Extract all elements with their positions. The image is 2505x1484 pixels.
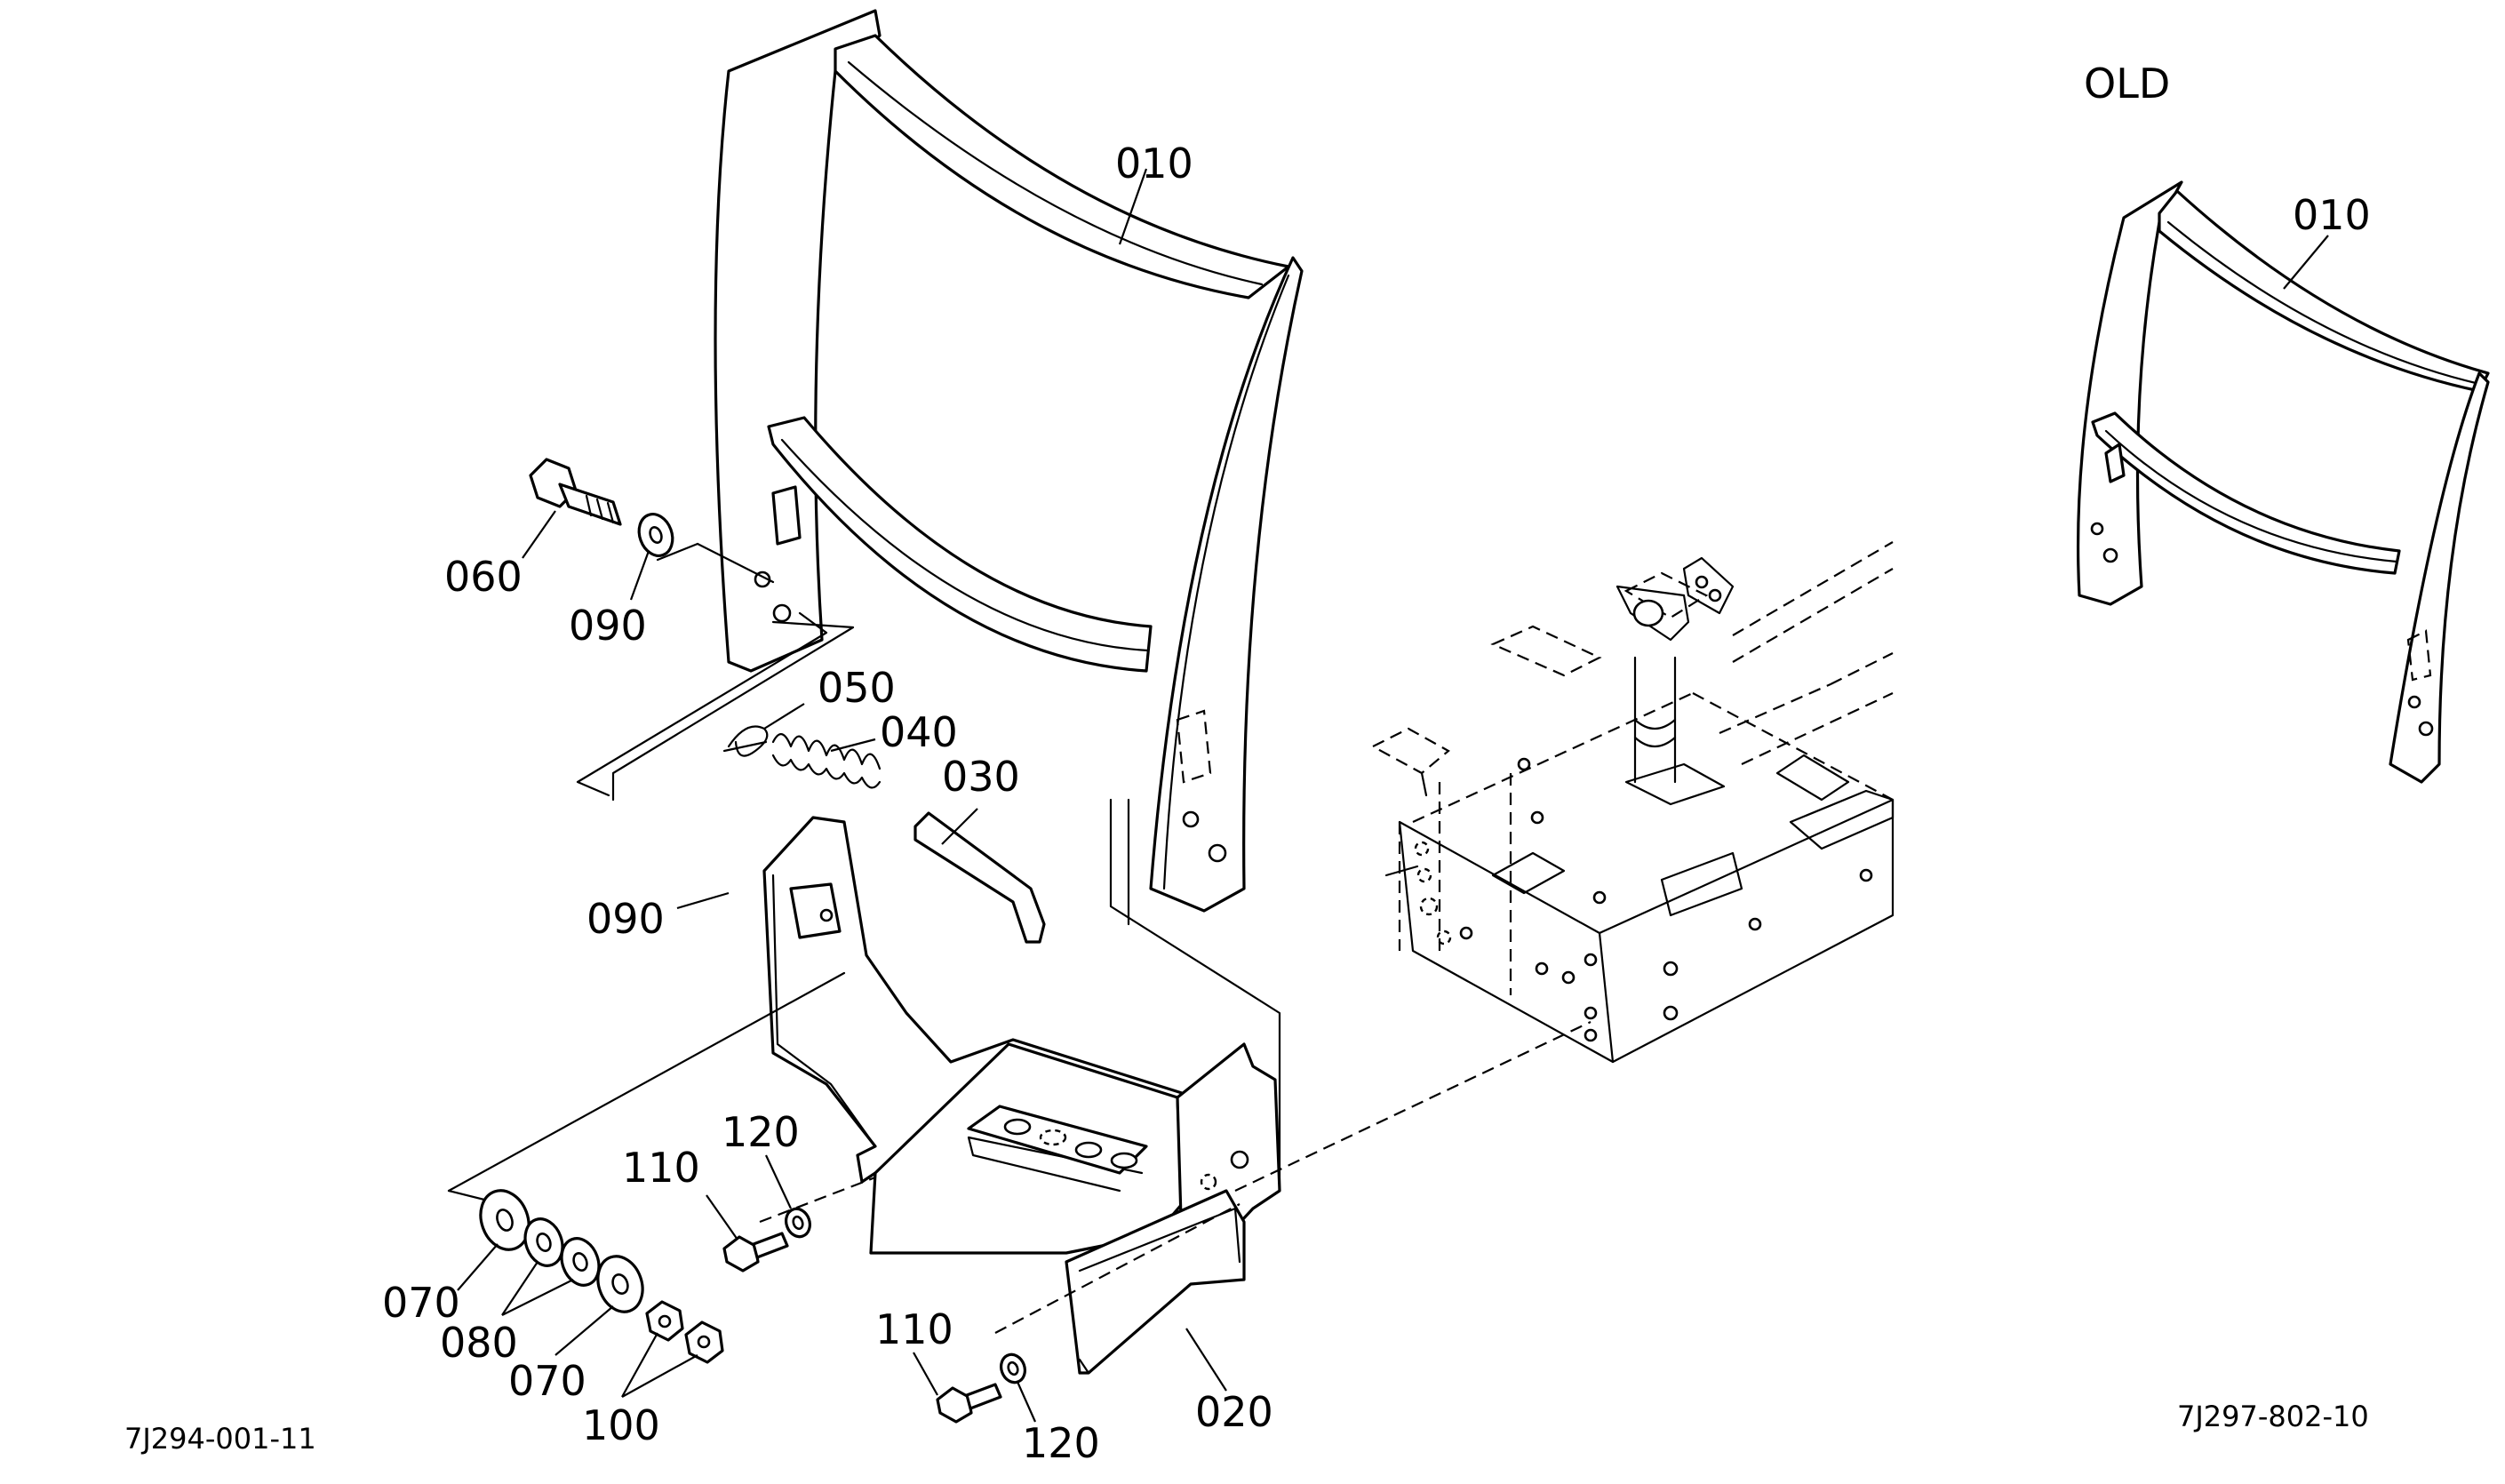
callout-120-lower: 120 [1022,1419,1100,1467]
callout-070-upper: 070 [382,1279,460,1327]
chassis-frame-reference [1370,541,1895,1064]
callout-110-lower: 110 [875,1305,953,1353]
clip-pin-050 [722,725,769,757]
nut-100-b [684,1320,724,1364]
drawing-code-left: 7J294-001-11 [124,1422,316,1456]
callout-010: 010 [1115,140,1193,187]
washer-080-b [560,1237,601,1287]
guard-frame-010 [714,9,1304,913]
washer-080-a [523,1217,564,1267]
washer-070-a [479,1189,531,1251]
callout-090-top: 090 [569,602,647,650]
lock-pin-030 [913,811,1046,944]
callout-040: 040 [880,708,958,756]
bolt-110-b [936,1383,1002,1424]
callout-090-mid: 090 [586,895,665,943]
callout-110-upper: 110 [622,1144,700,1192]
washer-070-b [596,1255,644,1313]
washer-090-top [637,513,674,557]
callout-050: 050 [818,664,896,712]
callout-060: 060 [444,553,523,601]
bracket-020 [762,816,1281,1375]
callout-030: 030 [942,753,1020,801]
bolt-110-a [722,1232,789,1273]
old-guard-frame-010 [2076,180,2490,784]
lockwasher-120-b [1000,1352,1026,1384]
section-label-old: OLD [2084,60,2170,108]
spring-040 [771,733,882,789]
callout-080: 080 [440,1319,518,1367]
lockwasher-120-a [785,1207,811,1239]
callout-020: 020 [1195,1388,1273,1436]
callout-010-old: 010 [2293,191,2371,239]
callout-120-upper: 120 [722,1108,800,1156]
drawing-code-right: 7J297-802-10 [2177,1400,2369,1433]
callout-070-lower: 070 [508,1357,586,1405]
bolt-060 [529,458,622,526]
callout-100: 100 [582,1401,660,1449]
nut-100-a [645,1300,684,1342]
